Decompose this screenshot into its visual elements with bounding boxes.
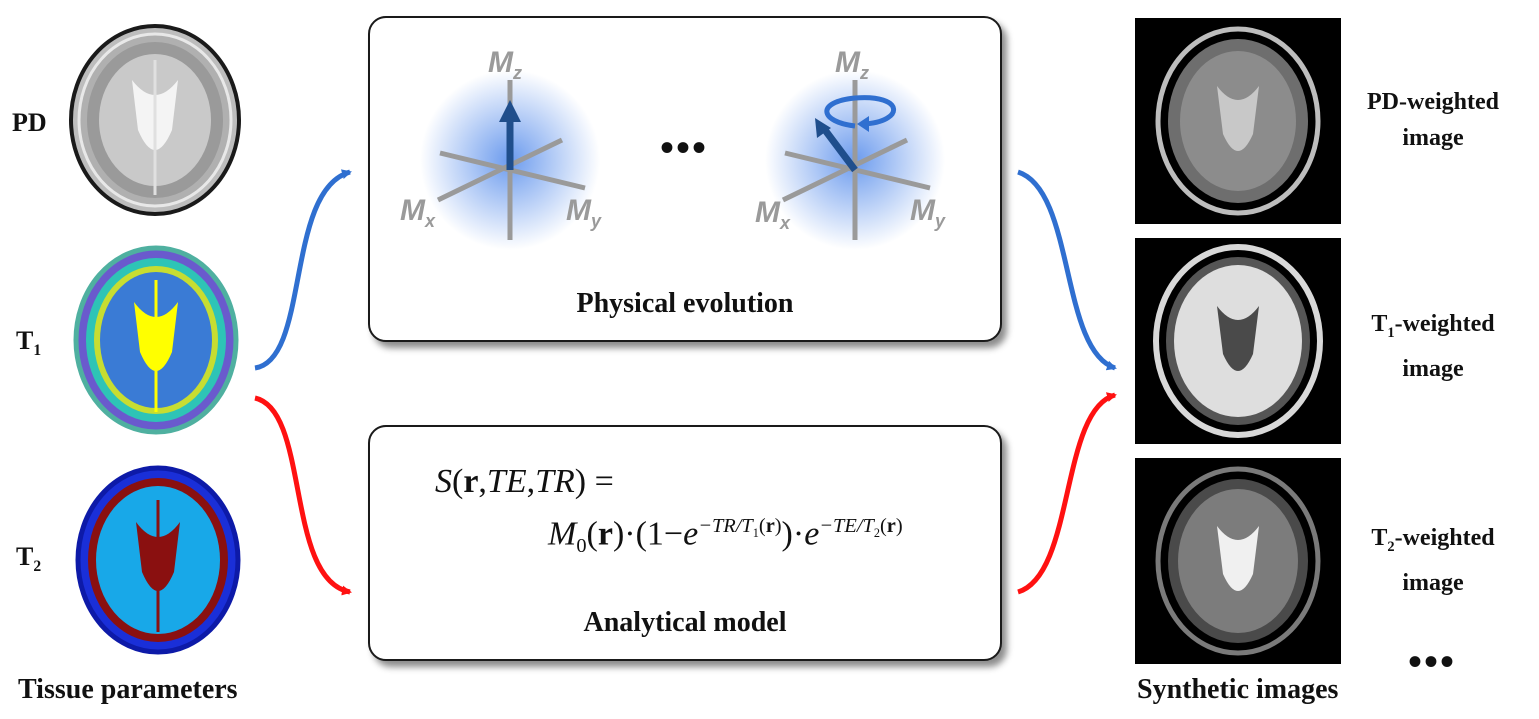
t2-map-image [75,465,241,655]
pd-map-image [69,24,241,216]
t1-map-image [73,245,239,435]
t2-weighted-label-line2: image [1402,569,1464,596]
t2-weighted-sub: 2 [1387,538,1395,555]
formula-tr: TR [535,463,575,500]
t1-label-text: T [16,326,34,355]
pd-weighted-label-line1: PD-weighted [1367,89,1499,115]
blue-arrow-out [1017,169,1117,371]
formula-one: 1 [646,515,664,553]
formula-exp1-r: r [765,515,775,537]
t2-weighted-image [1135,458,1341,664]
synthetic-caption: Synthetic images [1137,674,1339,705]
axis-x-m-left: M [400,194,425,227]
axis-z-sub-right: z [860,63,869,83]
axis-z-label-right: Mz [835,46,869,84]
axis-y-sub-left: y [591,211,602,231]
formula-exp2: −TE/T [819,515,874,537]
t1-weighted-label-line2: image [1402,355,1464,382]
axis-y-label-right: My [910,194,945,232]
analytical-model-title: Analytical model [583,607,787,638]
red-arrow-out [1017,392,1117,595]
axis-x-label-left: Mx [400,194,435,232]
formula-exp1: −TR/T [698,515,753,537]
t2-label-sub: 2 [33,558,42,576]
axis-y-sub-right: y [935,211,946,231]
pd-weighted-label: PD-weighted image [1348,84,1518,156]
t2-label-text: T [16,542,34,571]
tissue-caption: Tissue parameters [18,674,238,705]
axis-y-label-left: My [566,194,601,232]
formula-m-sub: 0 [576,535,587,558]
t1-label: T1 [16,328,41,359]
bloch-diagram-left [420,70,600,250]
t1-weighted-rest: -weighted [1394,311,1495,337]
blue-arrow-in [254,169,352,371]
axis-x-sub-left: x [425,211,436,231]
t2-weighted-rest: -weighted [1394,525,1495,551]
formula-exp1-sub: 1 [752,526,759,541]
formula-r1: r [463,463,479,500]
t2-weighted-brain [1155,466,1321,656]
formula-m: M [548,515,577,553]
synthetic-ellipsis: ••• [1408,639,1457,684]
formula-s: S [435,463,452,500]
t2-label: T2 [16,544,41,575]
pd-weighted-image [1135,18,1341,224]
analytical-model-box: S(r,TE,TR) = M0(r)·(1−e−TR/T1(r))·e−TE/T… [368,425,1002,661]
formula-eq: = [594,463,614,500]
formula-e1: e [683,515,699,553]
formula-exp2-r: r [886,515,896,537]
axis-y-m-right: M [910,194,935,227]
formula-r2: r [597,515,613,553]
formula-exp2-sub: 2 [873,526,880,541]
pd-label: PD [12,108,47,137]
t1-weighted-brain [1153,244,1323,438]
formula-e2: e [804,515,820,553]
t1-weighted-label-line1: T1-weighted [1348,306,1518,351]
formula-line-1: S(r,TE,TR) = [435,463,614,500]
t1-weighted-t: T [1371,311,1388,337]
t2-weighted-label-line1: T2-weighted [1348,520,1518,565]
physical-evolution-title: Physical evolution [576,288,794,319]
formula-line-2: M0(r)·(1−e−TR/T1(r))·e−TE/T2(r) [548,515,903,558]
axis-z-m-right: M [835,46,860,79]
red-arrow-in [254,395,352,596]
axis-z-sub-left: z [513,63,522,83]
formula-te: TE [486,463,527,500]
t1-weighted-image [1135,238,1341,444]
physical-evolution-box: Mz Mx My ••• Mz Mx My Physical evolution [368,16,1002,342]
axis-y-m-left: M [566,194,591,227]
t1-label-sub: 1 [33,342,42,360]
t2-weighted-label: T2-weighted image [1348,520,1518,601]
t2-weighted-t: T [1371,525,1388,551]
pd-weighted-label-line2: image [1402,125,1464,151]
pd-weighted-brain [1155,26,1321,216]
t1-weighted-label: T1-weighted image [1348,306,1518,387]
bloch-diagram-right [765,70,945,250]
axis-x-label-right: Mx [755,196,790,234]
axis-x-m-right: M [755,196,780,229]
axis-x-sub-right: x [780,213,791,233]
axis-z-label-left: Mz [488,46,522,84]
t1-weighted-sub: 1 [1387,324,1395,341]
axis-z-m-left: M [488,46,513,79]
physical-ellipsis: ••• [660,125,709,170]
